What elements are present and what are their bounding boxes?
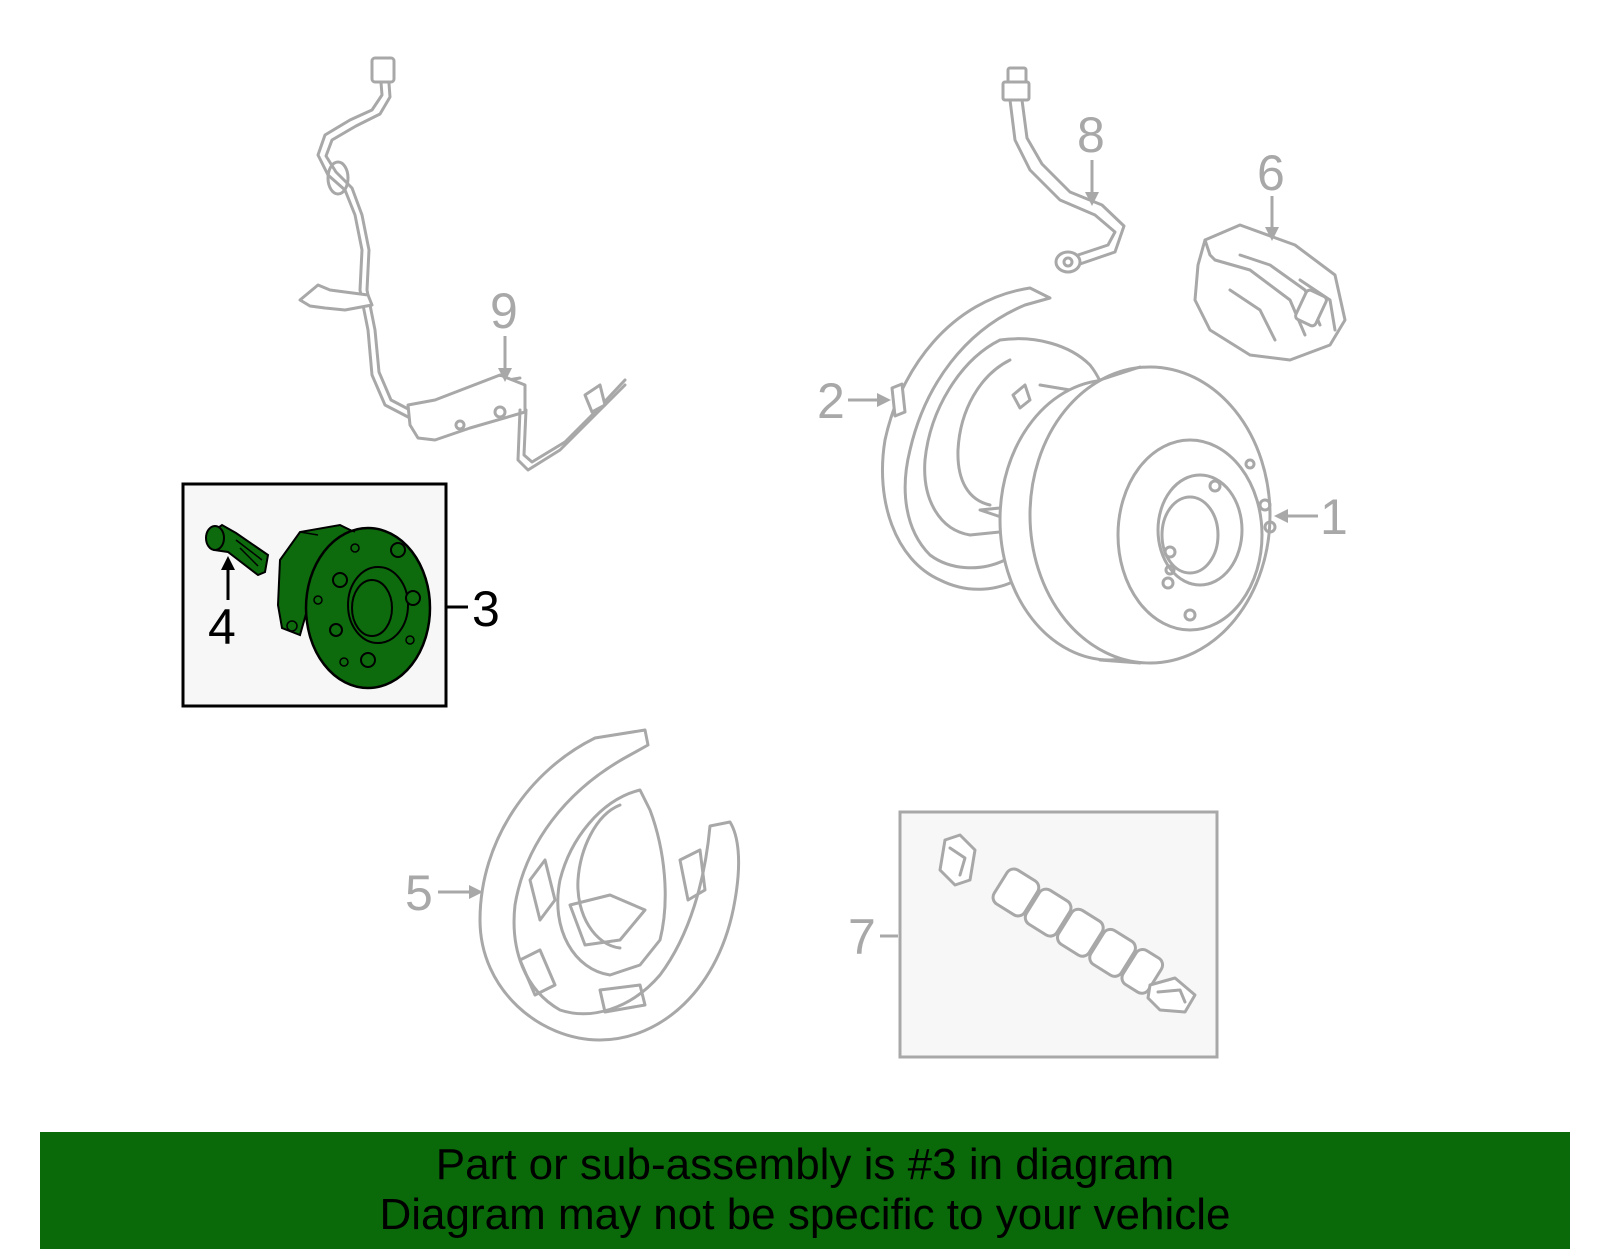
info-banner: Part or sub-assembly is #3 in diagram Di… [40,1132,1570,1249]
callout-7: 7 [848,909,876,965]
callout-8: 8 [1077,107,1105,163]
part-3-hub-bearing[interactable] [276,523,432,690]
part-9-abs-sensor[interactable] [298,56,627,472]
part-5-backing-plate[interactable] [478,728,741,1042]
leader-lines [221,160,1318,938]
banner-line-2: Diagram may not be specific to your vehi… [379,1190,1231,1239]
banner-line-1: Part or sub-assembly is #3 in diagram [435,1140,1175,1189]
callout-1: 1 [1320,489,1348,545]
part-1-rotor[interactable] [998,365,1277,665]
callout-2: 2 [817,373,845,429]
callout-6: 6 [1257,145,1285,201]
callout-4: 4 [208,599,236,655]
callout-3: 3 [472,581,500,637]
part-6-caliper[interactable] [1193,223,1347,362]
part-7-pad-kit[interactable] [898,810,1219,1059]
part-8-brake-hose[interactable] [1001,66,1126,274]
callout-9: 9 [490,283,518,339]
part-4-wheel-stud[interactable] [205,523,270,577]
callout-5: 5 [405,865,433,921]
